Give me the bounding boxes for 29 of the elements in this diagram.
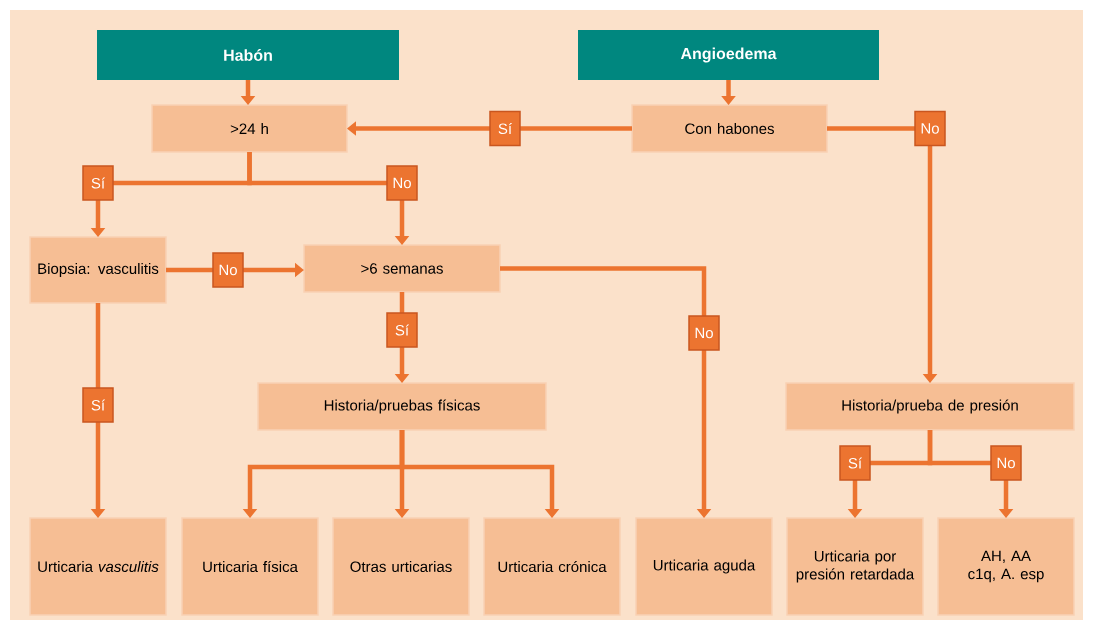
- outcome-box: Urticaria por presión retardada: [786, 517, 924, 616]
- outcome-box: Otras urticarias: [332, 517, 470, 616]
- edge-label: Sí: [82, 165, 114, 201]
- process-box: Historia/prueba de presión: [785, 382, 1075, 431]
- outcome-box: Urticaria física: [181, 517, 319, 616]
- process-box: >6 semanas: [303, 244, 501, 293]
- edge-label: No: [990, 445, 1022, 481]
- title-box: Angioedema: [578, 30, 879, 80]
- edge-label: Sí: [489, 110, 521, 147]
- edge-label: No: [914, 110, 946, 147]
- process-box: Historia/pruebas físicas: [257, 382, 547, 431]
- title-box: Habón: [97, 30, 399, 80]
- outcome-box: Urticaria vasculitis: [29, 517, 167, 616]
- outcome-box: AH, AA c1q, A. esp: [937, 517, 1075, 616]
- process-box: Con habones: [631, 104, 828, 153]
- arrow: [500, 266, 712, 518]
- process-box: Biopsia: vasculitis: [29, 236, 167, 304]
- outcome-box: Urticaria aguda: [635, 517, 773, 616]
- arrow: [399, 430, 560, 518]
- edge-label: No: [386, 165, 418, 201]
- edge-label: Sí: [82, 387, 114, 423]
- arrow: [827, 126, 938, 383]
- arrow: [247, 152, 410, 245]
- outcome-box: Urticaria crónica: [483, 517, 621, 616]
- edge-label: Sí: [386, 312, 418, 348]
- edge-label: No: [688, 315, 720, 351]
- process-box: >24 h: [151, 104, 348, 153]
- edge-label: Sí: [839, 445, 871, 481]
- edge-label: No: [212, 252, 244, 288]
